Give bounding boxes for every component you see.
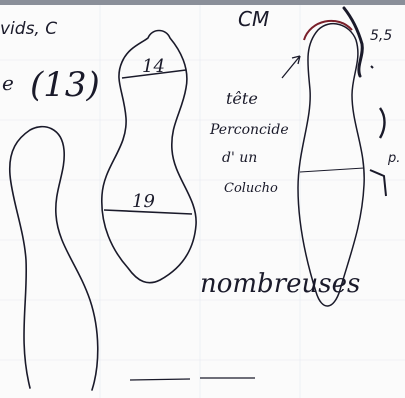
- slender-right-outline: [298, 24, 364, 306]
- note-bottom: nombreuses: [200, 269, 360, 299]
- label-top-left: vids, C: [0, 19, 57, 39]
- mid-line-right: [300, 168, 364, 172]
- annotation-line-2: Perconcide: [209, 122, 289, 138]
- scan-top-strip: [0, 0, 405, 5]
- pointer-arrow: [282, 56, 300, 78]
- width-label-upper: 14: [142, 56, 165, 77]
- measure-top-right: 5,5: [370, 28, 392, 44]
- right-bracket: [380, 108, 385, 138]
- figure-number: (13): [30, 65, 100, 105]
- hook-mark: [344, 8, 362, 76]
- dot-mark: [371, 66, 373, 68]
- bottom-baseline: [130, 378, 255, 380]
- width-label-lower: 19: [132, 191, 155, 212]
- annotation-line-3: d' un: [222, 150, 257, 166]
- label-side-left: e: [2, 71, 14, 95]
- bracket-label: p.: [387, 151, 400, 166]
- annotation-line-1: tête: [226, 89, 258, 108]
- unit-label: CM: [238, 7, 269, 31]
- annotation-line-4: Colucho: [224, 181, 278, 196]
- skittle-left-outline: [10, 127, 98, 390]
- right-tick-mark: [370, 170, 386, 196]
